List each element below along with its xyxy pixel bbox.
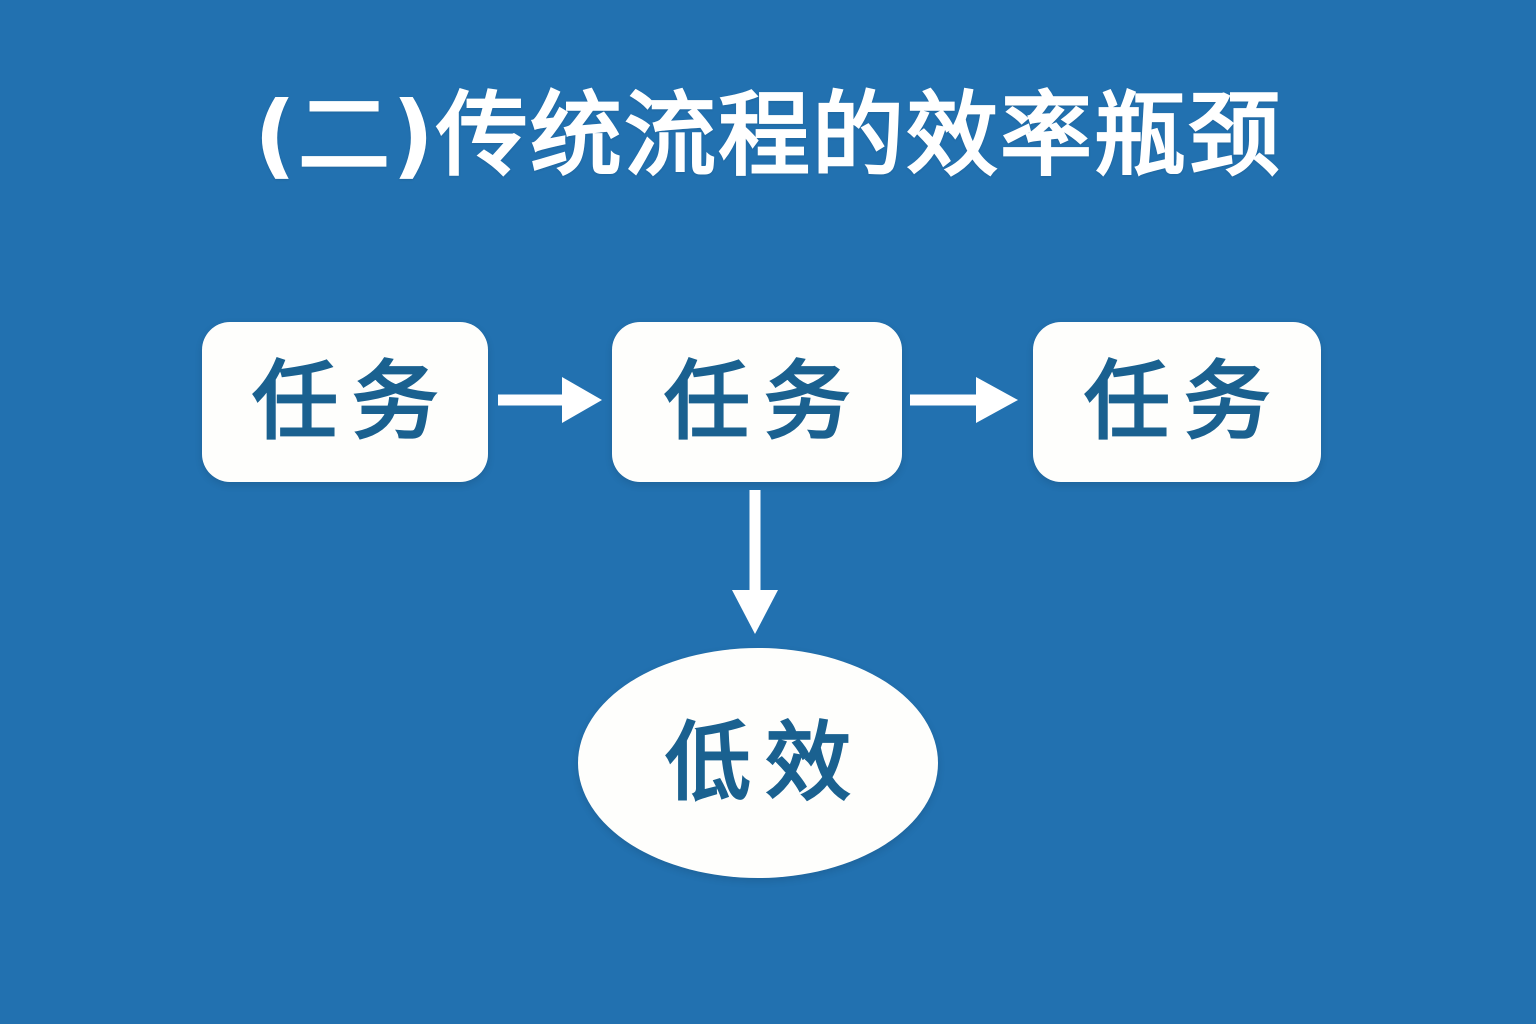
arrow-right-icon [908, 368, 1020, 432]
node-task-1-label: 任务 [252, 352, 452, 452]
node-task-2-label: 任务 [664, 352, 864, 452]
node-inefficiency-label: 低效 [665, 713, 865, 813]
diagram-title: (二)传统流程的效率瓶颈 [253, 82, 1283, 189]
arrow-right-icon [496, 368, 604, 432]
node-task-3-label: 任务 [1084, 352, 1284, 452]
node-task-3: 任务 [1033, 322, 1321, 482]
node-inefficiency: 低效 [578, 648, 938, 878]
node-task-2: 任务 [612, 322, 902, 482]
node-task-1: 任务 [202, 322, 488, 482]
arrow-down-icon [724, 488, 786, 636]
